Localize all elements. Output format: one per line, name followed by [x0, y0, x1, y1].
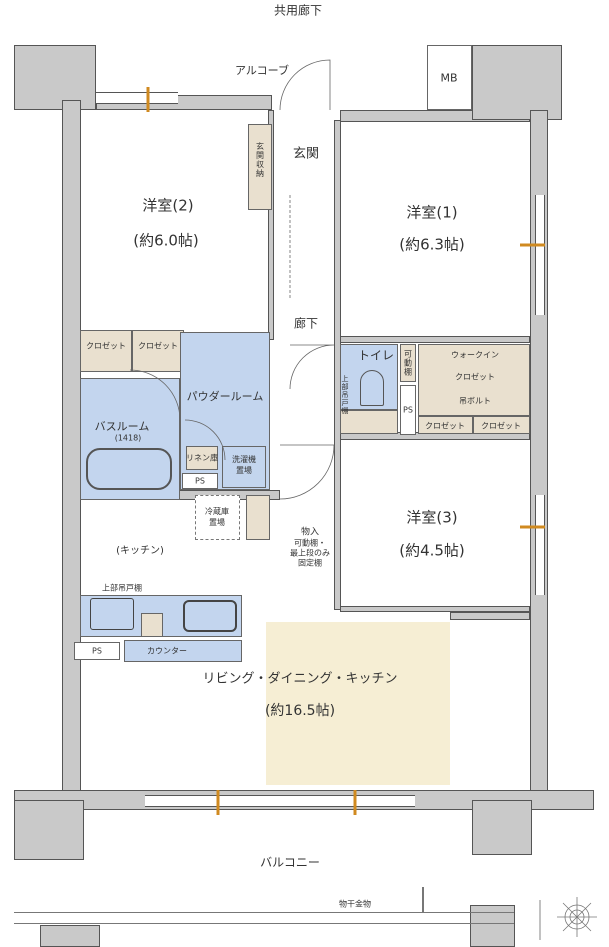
alcove-label: アルコーブ: [234, 64, 290, 77]
door-swing: [279, 444, 335, 500]
linen-cupboard: [186, 446, 218, 470]
balcony-railing: [14, 912, 514, 924]
movable-shelf-label: 可動棚: [403, 349, 413, 377]
entrance-door-swing: [279, 59, 331, 111]
toilet-cabinet: [340, 410, 398, 434]
partition-corridor-left: [268, 110, 274, 340]
walkin-label: ウォークイン: [451, 350, 499, 360]
ldk-size: (約16.5帖): [264, 703, 336, 719]
window-right-1: [535, 195, 545, 315]
ps-label: PS: [195, 476, 205, 486]
compass-icon: [557, 897, 597, 937]
partition-ldk-right: [450, 612, 530, 620]
laundry-hanger: [422, 887, 424, 913]
ps-shaft-2: [400, 385, 416, 435]
partition-room3-bottom: [340, 606, 530, 612]
closet-room3-a: [418, 416, 473, 434]
bathroom-label: バスルーム: [94, 420, 150, 433]
closet-label: クロゼット: [138, 341, 178, 351]
ps-shaft-1: [182, 473, 218, 489]
hanger-bolt-label: 吊ボルト: [459, 396, 491, 406]
linen-label: リネン庫: [186, 453, 218, 463]
storage-note: 最上段のみ: [290, 548, 330, 558]
entrance-storage: [248, 124, 272, 210]
room3-label: 洋室(3): [406, 508, 458, 527]
closet-label: クロゼット: [481, 421, 521, 431]
laundry-hanger-label: 物干金物: [339, 899, 371, 909]
toilet-upper-cabinet-label: 上部吊戸棚: [341, 375, 349, 415]
room2-size: (約6.0帖): [133, 231, 199, 250]
toilet-bowl: [360, 370, 384, 406]
upper-cabinet: [141, 613, 163, 637]
movable-shelf: [400, 344, 416, 382]
fridge-label: 冷蔵庫置場: [205, 507, 229, 527]
room1-size: (約6.3帖): [399, 235, 465, 254]
vent-icon: [146, 87, 545, 815]
storage-label: 物入: [300, 527, 320, 538]
meter-box: [427, 45, 472, 110]
ldk-highlight: [266, 622, 450, 785]
wall-bottom-left-pillar: [14, 800, 84, 860]
washer-label: 洗濯機置場: [232, 455, 256, 475]
storage-note: 可動棚・: [294, 538, 326, 548]
storage-note: 固定棚: [298, 558, 322, 568]
ps-label: PS: [403, 405, 413, 415]
ldk-label: リビング・ダイニング・キッチン: [202, 671, 398, 687]
walkin-closet-label: クロゼット: [455, 372, 495, 382]
window-right-3: [535, 495, 545, 595]
stove: [90, 598, 134, 630]
room1-label: 洋室(1): [406, 203, 458, 222]
sink: [183, 600, 237, 632]
wall-top-right-pillar: [472, 45, 562, 120]
balcony-label: バルコニー: [260, 855, 320, 870]
common-corridor-label: 共用廊下: [273, 3, 323, 18]
wall-top-left-pillar: [14, 45, 96, 110]
washer-space: [222, 446, 266, 488]
window-bottom: [145, 795, 415, 807]
door-swing: [129, 369, 181, 421]
entrance-label: 玄関: [292, 146, 320, 162]
ps-shaft-3: [74, 642, 120, 660]
bath-size-label: (1418): [114, 433, 142, 443]
entrance-storage-label: 玄関収納: [255, 142, 265, 178]
bathtub: [86, 448, 172, 490]
closet-room2-b: [132, 330, 184, 372]
closet-room3-b: [473, 416, 530, 434]
room3-size: (約4.5帖): [399, 541, 465, 560]
window-top: [96, 92, 178, 104]
powder-room-label: パウダールーム: [186, 390, 264, 403]
toilet-label: トイレ: [357, 348, 395, 363]
partition-room1-bottom: [340, 336, 530, 343]
mb-label: MB: [440, 71, 458, 85]
ps-label: PS: [92, 646, 102, 656]
counter: [124, 640, 242, 662]
storage-closet: [246, 495, 270, 540]
closet-room2-a: [80, 330, 132, 372]
hallway-label: 廊下: [293, 316, 319, 331]
counter-label: カウンター: [147, 646, 187, 656]
door-swing: [289, 344, 335, 390]
closet-label: クロゼット: [425, 421, 465, 431]
wall-bottom-right-pillar: [472, 800, 532, 855]
door-swing: [184, 419, 226, 461]
kitchen-label: (キッチン): [116, 545, 164, 557]
closet-label: クロゼット: [86, 341, 126, 351]
kitchen-upper-cabinet-label: 上部吊戸棚: [102, 583, 142, 593]
room2-label: 洋室(2): [142, 196, 194, 215]
walk-in-closet: [418, 344, 530, 416]
fridge-space: [195, 495, 240, 540]
